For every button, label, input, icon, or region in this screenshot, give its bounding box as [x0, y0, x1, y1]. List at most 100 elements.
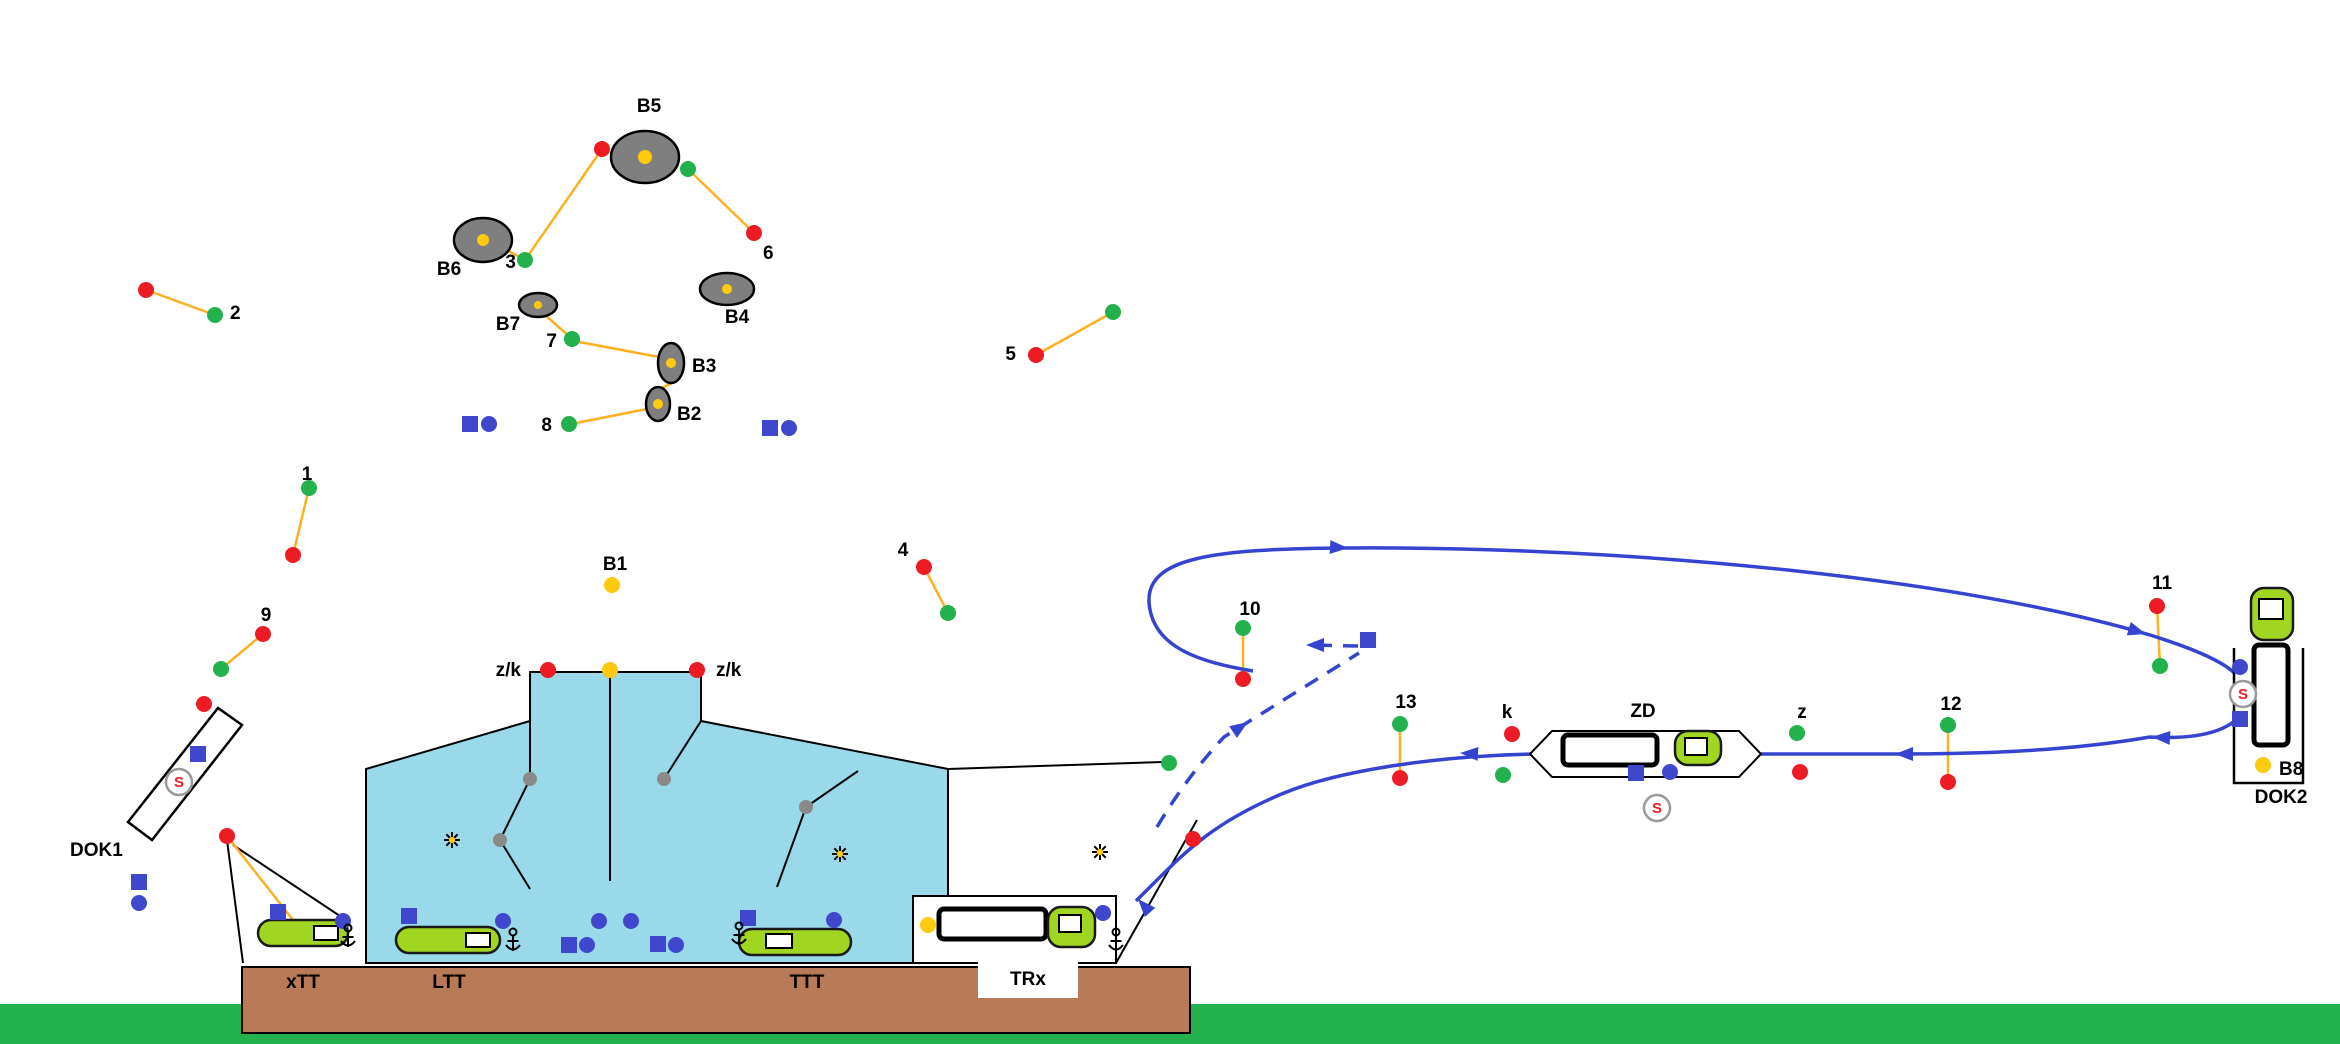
label-4: 4	[898, 540, 909, 561]
label-LTT: LTT	[432, 972, 466, 993]
ship-ltt-cabin	[465, 932, 491, 948]
label-B8: B8	[2279, 759, 2303, 780]
marker-circle-1	[481, 416, 497, 432]
dot-red-10	[1235, 671, 1251, 687]
label-DOK2: DOK2	[2255, 787, 2308, 808]
dot-green-8	[561, 416, 577, 432]
dot-green-9	[213, 661, 229, 677]
label-DOK1: DOK1	[70, 840, 123, 861]
route-arrow-5	[1460, 746, 1479, 761]
buoy-B3-light	[666, 358, 676, 368]
ship-xtt-cabin	[313, 925, 339, 941]
dot-green-1	[301, 480, 317, 496]
dot-red-4	[916, 559, 932, 575]
dot-yellow-b8	[2255, 757, 2271, 773]
marker-square-dok1	[190, 746, 206, 762]
label-zk-left: z/k	[496, 660, 522, 681]
marker-square-xtt	[270, 904, 286, 920]
label-B1: B1	[603, 554, 628, 575]
label-3: 3	[505, 252, 516, 273]
label-TTT: TTT	[790, 972, 825, 993]
marker-circle-2	[781, 420, 797, 436]
dot-red-zk-left	[540, 662, 556, 678]
range-4	[922, 566, 950, 614]
star-basin-left-center	[448, 836, 456, 844]
dot-red-2	[138, 282, 154, 298]
marker-square-2	[762, 420, 778, 436]
dot-green-10	[1235, 620, 1251, 636]
vessel-zd	[1560, 732, 1660, 768]
dot-green-z	[1789, 725, 1805, 741]
marker-square-mid-1	[561, 937, 577, 953]
left-breakwater	[226, 839, 244, 964]
marker-square-1	[462, 416, 478, 432]
dot-gray-1	[523, 772, 537, 786]
marker-circle-zd	[1662, 764, 1678, 780]
anchor-ltt-arms	[505, 944, 521, 951]
dot-red-zk-right	[689, 662, 705, 678]
marker-circle-b8	[2232, 659, 2248, 675]
marker-square-mid-2	[650, 936, 666, 952]
s-mark-b8	[2228, 679, 2258, 709]
route-arrow-8	[1229, 722, 1248, 738]
marker-circle-mid-4	[668, 937, 684, 953]
buoy-B4-light	[722, 284, 732, 294]
route-arrow-6	[1138, 899, 1156, 918]
buoy-B7-light	[534, 301, 542, 309]
label-B4: B4	[725, 307, 750, 328]
dot-green-7	[564, 331, 580, 347]
dot-red-12	[1940, 774, 1956, 790]
anchor-trx-arms	[1108, 944, 1124, 951]
label-ZD: ZD	[1630, 701, 1655, 722]
dot-red-entrance	[1185, 831, 1201, 847]
dot-red-11	[2149, 598, 2165, 614]
dot-green-11	[2152, 658, 2168, 674]
label-TRx: TRx	[1010, 969, 1046, 990]
star-entrance-center	[1096, 848, 1104, 856]
anchor-xtt-arms	[340, 940, 356, 947]
ship-ttt	[737, 927, 853, 957]
star-basin-right-center	[836, 850, 844, 858]
dot-yellow-zk	[602, 662, 618, 678]
marker-circle-mid-1	[591, 913, 607, 929]
label-B3: B3	[692, 356, 716, 377]
label-B7: B7	[496, 314, 520, 335]
dot-red-9	[255, 626, 271, 642]
route-arrow-1	[1329, 540, 1348, 555]
right-breakwater	[1115, 819, 1198, 964]
ship-zd-tug-cabin	[1684, 737, 1708, 756]
dot-green-5	[1105, 304, 1121, 320]
dot-red-dok1-quay	[219, 828, 235, 844]
label-13: 13	[1395, 692, 1416, 713]
range-5	[1035, 310, 1114, 357]
dot-green-6	[680, 161, 696, 177]
route-arrow-2	[2126, 622, 2146, 636]
buoy-B6-light	[477, 234, 489, 246]
trx-label-tab	[978, 958, 1078, 998]
label-2: 2	[230, 303, 241, 324]
dot-gray-3	[493, 833, 507, 847]
route-arrow-7	[1306, 638, 1324, 652]
buoy-B5-light	[638, 150, 652, 164]
range-7-b3	[573, 339, 660, 359]
dot-red-z	[1792, 764, 1808, 780]
range-1	[291, 487, 311, 556]
dot-green-3	[517, 252, 533, 268]
label-k: k	[1502, 702, 1513, 723]
range-2	[145, 288, 216, 317]
dot-green-13	[1392, 716, 1408, 732]
label-5: 5	[1005, 344, 1016, 365]
dot-red-1	[285, 547, 301, 563]
route-dashed-1	[1307, 643, 1359, 648]
s-mark-dok1	[164, 767, 194, 797]
marker-circle-ltt	[495, 913, 511, 929]
left-quay-line	[232, 844, 347, 921]
route-arrow-4	[1895, 747, 1913, 761]
label-B6: B6	[437, 259, 461, 280]
ship-ttt-cabin	[765, 933, 793, 949]
dot-gray-4	[799, 800, 813, 814]
marker-square-ttt	[740, 910, 756, 926]
ship-b8-tug-cabin	[2258, 598, 2284, 620]
